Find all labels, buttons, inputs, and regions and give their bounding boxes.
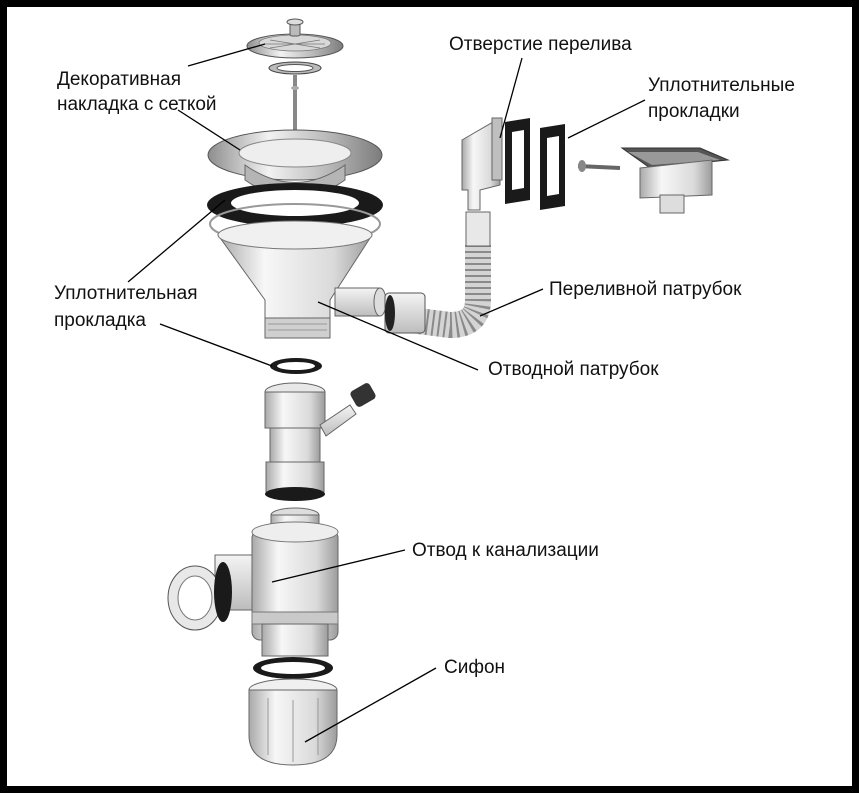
leader-overflow-hole [499,57,523,139]
label-overflow-hole: Отверстие перелива [449,34,632,55]
siphon-body [167,507,339,657]
label-decor-line2: накладка с сеткой [57,94,217,115]
small-gasket [270,358,322,374]
leader-overflow-pipe [479,288,544,317]
drain-funnel [217,220,387,339]
label-gasket-line2: прокладка [54,310,146,331]
label-gaskets-line2: прокладки [648,101,740,122]
label-gasket-line1: Уплотнительная [54,283,198,304]
overflow-assembly [461,117,730,214]
label-overflow-pipe: Переливной патрубок [549,279,742,300]
label-gaskets-line1: Уплотнительные [648,75,795,96]
leader-siphon [304,667,437,743]
label-drain-pipe: Отводной патрубок [488,359,659,380]
leader-decor-flange [177,109,241,151]
leader-gasket-small [159,323,273,367]
label-decor-line1: Декоративная [57,69,182,90]
strainer-cap [246,18,344,145]
overflow-hose [384,211,491,339]
leader-gasket-top [127,199,226,283]
label-sewer-outlet: Отвод к канализации [412,540,599,561]
label-siphon: Сифон [444,657,506,678]
diagram-canvas: Декоративная накладка с сеткой Отверстие… [7,7,852,786]
leader-gaskets [567,99,646,139]
leader-sewer [271,549,406,583]
sink-drain-illustration [127,18,730,766]
leader-decor-top [187,43,266,67]
siphon-cup [248,657,338,766]
flange-gasket [207,183,383,245]
connector-pipe [264,382,376,501]
leader-drain-pipe [317,301,479,371]
